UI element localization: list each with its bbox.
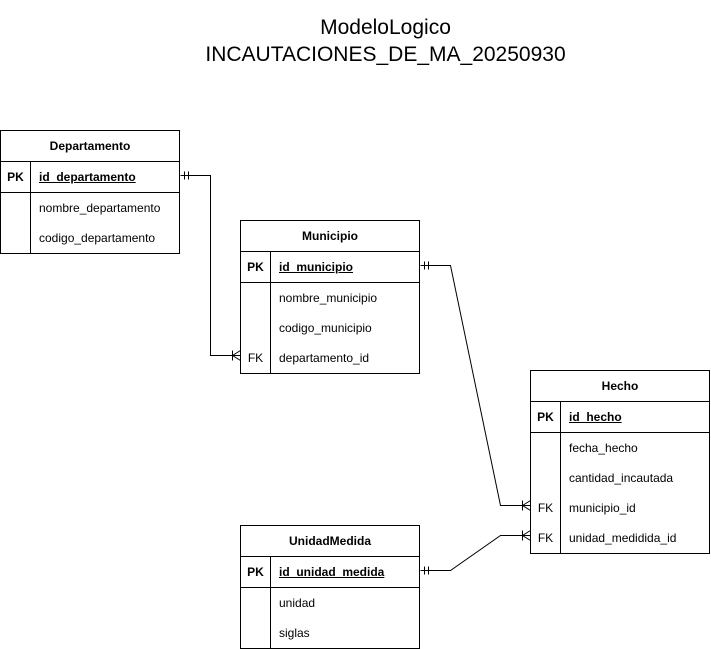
key-label: FK xyxy=(241,343,271,373)
diagram-title: ModeloLogico xyxy=(320,16,451,39)
attribute-row: unidad xyxy=(241,588,419,618)
attribute-name: unidad_medidida_id xyxy=(569,531,677,545)
attribute-name: municipio_id xyxy=(569,501,636,515)
entity-unidadmedida[interactable]: UnidadMedida PK id_unidad_medida unidad … xyxy=(240,525,420,649)
key-label xyxy=(241,618,271,648)
relationship-unidadmedida-hecho xyxy=(420,530,531,575)
attribute-name: id_unidad_medida xyxy=(279,565,385,579)
key-label: PK xyxy=(531,402,561,432)
key-label: PK xyxy=(1,162,31,192)
attribute-row: cantidad_incautada xyxy=(531,463,709,493)
attribute-name: id_municipio xyxy=(279,260,354,274)
pk-row: PK id_departamento xyxy=(1,162,179,193)
attribute-row: FK municipio_id xyxy=(531,493,709,523)
entity-name: Hecho xyxy=(531,371,709,402)
attribute-row: codigo_departamento xyxy=(1,223,179,253)
key-label xyxy=(241,588,271,618)
entity-name: Departamento xyxy=(1,131,179,162)
entity-hecho[interactable]: Hecho PK id_hecho fecha_hecho cantidad_i… xyxy=(530,370,710,554)
key-label xyxy=(531,463,561,493)
relationship-municipio-hecho xyxy=(420,261,531,511)
key-label: FK xyxy=(531,523,561,553)
attribute-name: fecha_hecho xyxy=(569,441,638,455)
key-label xyxy=(1,193,31,223)
key-label: PK xyxy=(241,252,271,282)
entity-municipio[interactable]: Municipio PK id_municipio nombre_municip… xyxy=(240,220,420,374)
entity-departamento[interactable]: Departamento PK id_departamento nombre_d… xyxy=(0,130,180,254)
attribute-row: FK unidad_medidida_id xyxy=(531,523,709,553)
entity-name: UnidadMedida xyxy=(241,526,419,557)
key-label xyxy=(531,433,561,463)
key-label: PK xyxy=(241,557,271,587)
attribute-row: FK departamento_id xyxy=(241,343,419,373)
attribute-name: departamento_id xyxy=(279,351,370,365)
attribute-row: fecha_hecho xyxy=(531,433,709,463)
entity-name: Municipio xyxy=(241,221,419,252)
attribute-name: cantidad_incautada xyxy=(569,471,674,485)
attribute-name: id_hecho xyxy=(569,410,622,424)
relationship-departamento-municipio xyxy=(180,171,241,361)
pk-row: PK id_hecho xyxy=(531,402,709,433)
attribute-name: id_departamento xyxy=(39,170,136,184)
attribute-row: codigo_municipio xyxy=(241,313,419,343)
attribute-name: nombre_municipio xyxy=(279,291,378,305)
attribute-name: siglas xyxy=(279,626,310,640)
key-label xyxy=(1,223,31,253)
attribute-row: nombre_municipio xyxy=(241,283,419,313)
diagram-subtitle: INCAUTACIONES_DE_MA_20250930 xyxy=(205,43,566,66)
pk-row: PK id_municipio xyxy=(241,252,419,283)
attribute-name: nombre_departamento xyxy=(39,201,161,215)
key-label xyxy=(241,313,271,343)
attribute-name: codigo_departamento xyxy=(39,231,156,245)
key-label xyxy=(241,283,271,313)
key-label: FK xyxy=(531,493,561,523)
attribute-row: siglas xyxy=(241,618,419,648)
attribute-name: codigo_municipio xyxy=(279,321,372,335)
attribute-name: unidad xyxy=(279,596,316,610)
pk-row: PK id_unidad_medida xyxy=(241,557,419,588)
attribute-row: nombre_departamento xyxy=(1,193,179,223)
